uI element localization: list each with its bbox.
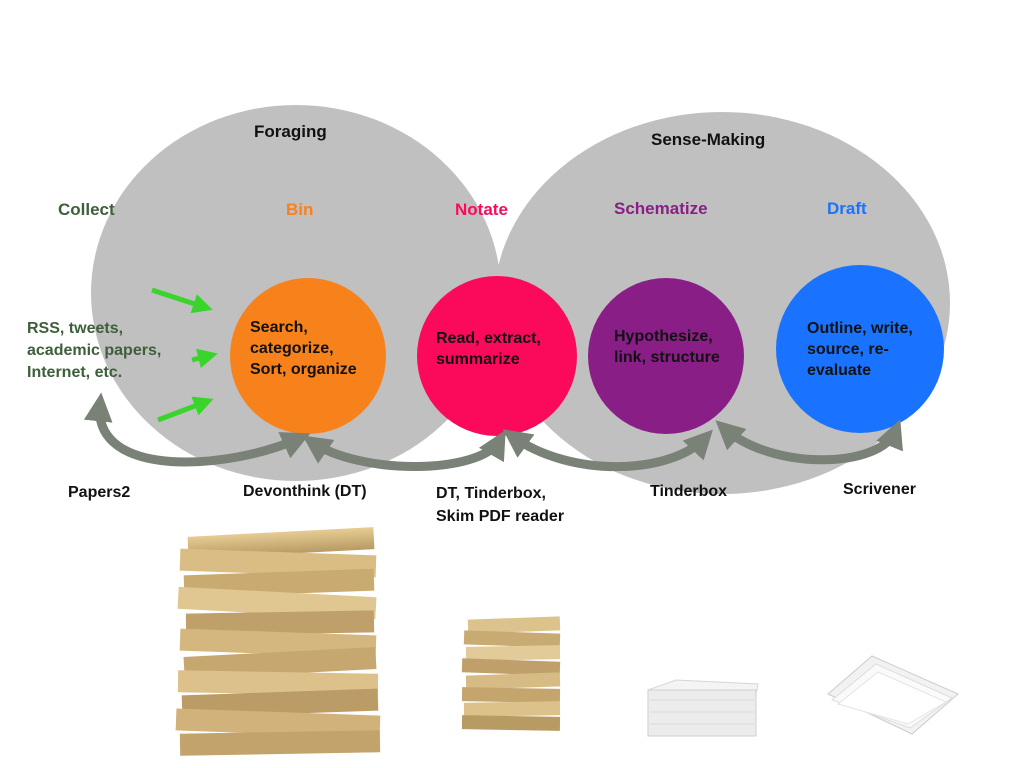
draft-circle-line: Outline, write,: [807, 320, 913, 337]
stage-draft-label: Draft: [827, 199, 867, 218]
paper-stack-medium-icon: [461, 616, 561, 731]
paper-sheets-icon: [827, 655, 959, 735]
gray-arrow-papers2-devonthink: [83, 392, 311, 467]
draft-circle: [776, 265, 944, 433]
gray-arrow-devonthink-notate: [302, 430, 506, 471]
gray-arrow-notate-tinderbox: [502, 429, 713, 472]
paper-stack-large-icon: [175, 527, 381, 756]
stage-collect-label: Collect: [58, 200, 115, 219]
notate-circle-line: Read, extract,: [436, 330, 541, 347]
green-arrow-2: [191, 348, 218, 369]
draft-circle-line: source, re-: [807, 341, 889, 358]
stage-bin-label: Bin: [286, 200, 314, 219]
tool-dt-tinderbox-line: DT, Tinderbox,: [436, 485, 546, 502]
stage-notate-label: Notate: [455, 200, 508, 219]
draft-circle-text: Outline, write, source, re- evaluate: [807, 318, 913, 381]
sources-line: RSS, tweets,: [27, 320, 124, 337]
foraging-title: Foraging: [254, 122, 327, 141]
bin-circle-line: Search,: [250, 319, 308, 336]
tool-papers2: Papers2: [68, 484, 131, 501]
bin-circle-line: categorize,: [250, 340, 334, 357]
bin-circle-text: Search, categorize, Sort, organize: [250, 317, 357, 380]
notate-circle-line: summarize: [436, 351, 520, 368]
tool-dt-tinderbox-line: Skim PDF reader: [436, 508, 565, 525]
tool-scrivener: Scrivener: [843, 481, 916, 498]
bin-circle-line: Sort, organize: [250, 361, 357, 378]
sources-text: RSS, tweets, academic papers, Internet, …: [27, 318, 161, 384]
sense-making-title: Sense-Making: [651, 130, 766, 149]
green-arrow-1: [151, 287, 213, 314]
schematize-circle-line: link, structure: [614, 349, 720, 366]
schematize-circle-line: Hypothesize,: [614, 328, 713, 345]
tool-dt-tinderbox-skim: DT, Tinderbox, Skim PDF reader: [436, 482, 564, 528]
schematize-circle-text: Hypothesize, link, structure: [614, 326, 720, 368]
paper-box-icon: [647, 679, 759, 737]
notate-circle: [417, 276, 577, 436]
schematize-circle: [588, 278, 744, 434]
draft-circle-line: evaluate: [807, 362, 872, 379]
tool-tinderbox: Tinderbox: [650, 483, 728, 500]
stage-schematize-label: Schematize: [614, 199, 708, 218]
gray-arrow-tinderbox-scrivener: [715, 419, 903, 465]
sources-line: academic papers,: [27, 342, 162, 359]
sources-line: Internet, etc.: [27, 364, 123, 381]
tool-devonthink: Devonthink (DT): [243, 483, 367, 500]
notate-circle-text: Read, extract, summarize: [436, 328, 541, 370]
